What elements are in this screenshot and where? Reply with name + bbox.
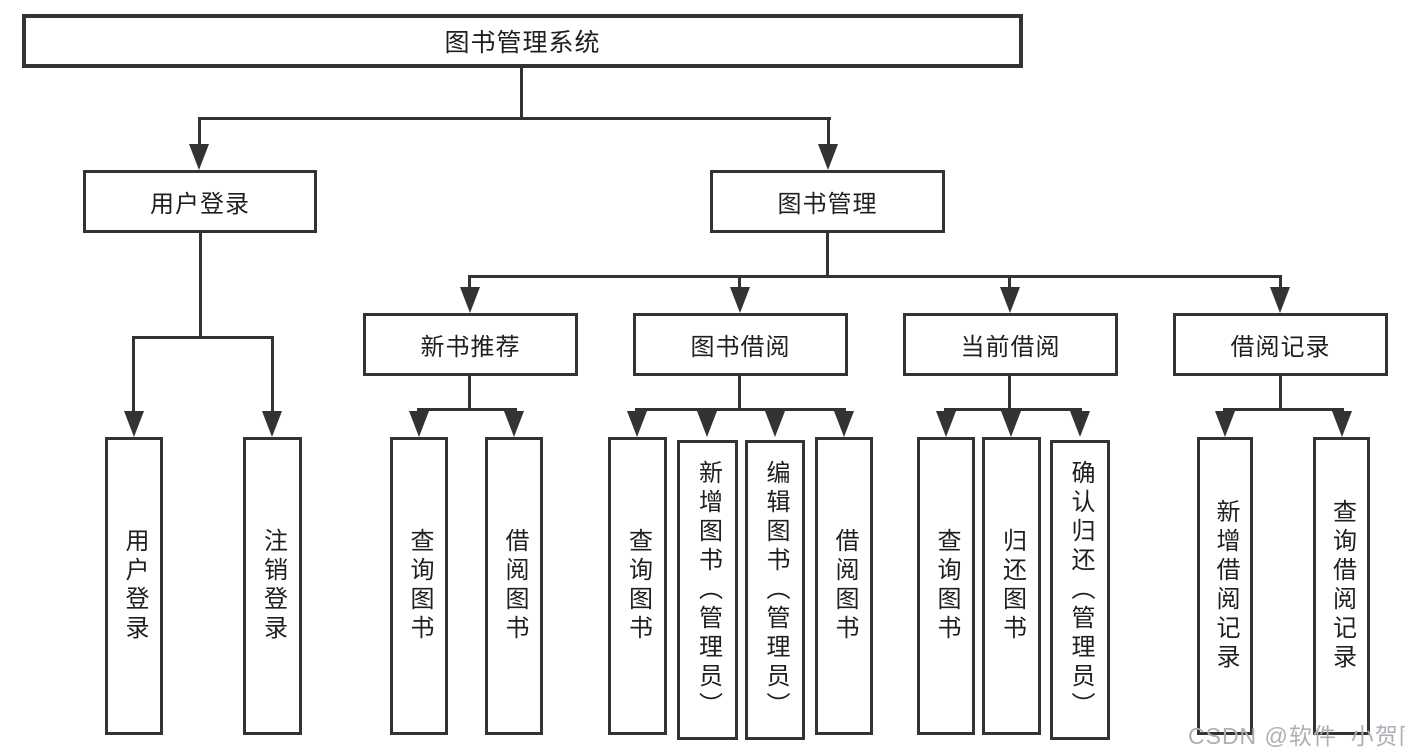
connector-line <box>417 408 517 411</box>
leaf-add-book-admin-label: 新增图书（管理员） <box>694 459 722 721</box>
connector-line <box>1008 275 1011 291</box>
node-user-login-label: 用户登录 <box>150 191 250 218</box>
leaf-borrow-query-books: 查询图书 <box>608 437 667 735</box>
arrow-down-icon <box>262 411 282 437</box>
node-current-borrow: 当前借阅 <box>903 313 1118 376</box>
arrow-down-icon <box>1270 287 1290 313</box>
arrow-down-icon <box>1070 411 1090 437</box>
connector-line <box>520 68 523 117</box>
leaf-user-login-label: 用户登录 <box>121 528 148 644</box>
arrow-down-icon <box>627 411 647 437</box>
leaf-newbook-borrow-books-label: 借阅图书 <box>501 528 528 644</box>
connector-line <box>944 408 1082 411</box>
node-borrow-record-label: 借阅记录 <box>1230 334 1331 361</box>
leaf-borrow-query-books-label: 查询图书 <box>624 528 652 644</box>
leaf-return-books-label: 归还图书 <box>998 528 1026 644</box>
connector-line <box>635 408 846 411</box>
leaf-add-book-admin: 新增图书（管理员） <box>677 440 738 740</box>
node-borrow-record: 借阅记录 <box>1173 313 1388 376</box>
arrow-down-icon <box>834 411 854 437</box>
connector-line <box>738 275 741 291</box>
leaf-user-login: 用户登录 <box>105 437 163 735</box>
arrow-down-icon <box>765 411 785 437</box>
leaf-return-books: 归还图书 <box>982 437 1041 735</box>
leaf-logout: 注销登录 <box>243 437 302 735</box>
leaf-borrow-borrow-books: 借阅图书 <box>815 437 873 735</box>
leaf-borrow-borrow-books-label: 借阅图书 <box>831 528 858 644</box>
connector-line <box>738 376 741 408</box>
arrow-down-icon <box>409 411 429 437</box>
connector-line <box>198 117 831 120</box>
node-book-management-label: 图书管理 <box>777 191 878 218</box>
node-root: 图书管理系统 <box>22 14 1023 68</box>
connector-line <box>827 117 830 150</box>
connector-line <box>199 233 202 336</box>
node-book-management: 图书管理 <box>710 170 945 233</box>
arrow-down-icon <box>1332 411 1352 437</box>
leaf-logout-label: 注销登录 <box>259 528 287 644</box>
connector-line <box>1279 376 1282 408</box>
node-book-borrow-label: 图书借阅 <box>690 334 791 361</box>
leaf-add-borrow-record: 新增借阅记录 <box>1197 437 1253 735</box>
arrow-down-icon <box>818 144 838 170</box>
connector-line <box>132 336 135 414</box>
connector-line <box>271 336 274 414</box>
node-new-book-recommend-label: 新书推荐 <box>420 334 521 361</box>
node-book-borrow: 图书借阅 <box>633 313 848 376</box>
arrow-down-icon <box>504 411 524 437</box>
leaf-confirm-return-admin-label: 确认归还（管理员） <box>1067 459 1094 721</box>
arrow-down-icon <box>1215 411 1235 437</box>
connector-line <box>1223 408 1343 411</box>
leaf-query-borrow-record-label: 查询借阅记录 <box>1328 499 1356 673</box>
leaf-newbook-borrow-books: 借阅图书 <box>485 437 543 735</box>
leaf-confirm-return-admin: 确认归还（管理员） <box>1050 440 1110 740</box>
connector-line <box>826 233 829 275</box>
node-root-label: 图书管理系统 <box>444 29 601 57</box>
leaf-current-query-books: 查询图书 <box>917 437 975 735</box>
leaf-current-query-books-label: 查询图书 <box>933 528 960 644</box>
leaf-add-borrow-record-label: 新增借阅记录 <box>1212 499 1239 673</box>
node-user-login: 用户登录 <box>83 170 317 233</box>
arrow-down-icon <box>124 411 144 437</box>
connector-line <box>198 117 201 150</box>
node-current-borrow-label: 当前借阅 <box>960 334 1061 361</box>
leaf-query-borrow-record: 查询借阅记录 <box>1313 437 1370 735</box>
arrow-down-icon <box>1001 411 1021 437</box>
arrow-down-icon <box>697 411 717 437</box>
arrow-down-icon <box>936 411 956 437</box>
connector-line <box>468 275 471 291</box>
arrow-down-icon <box>189 144 209 170</box>
leaf-edit-book-admin-label: 编辑图书（管理员） <box>762 459 789 721</box>
node-new-book-recommend: 新书推荐 <box>363 313 578 376</box>
leaf-edit-book-admin: 编辑图书（管理员） <box>745 440 805 740</box>
connector-line <box>1008 376 1011 408</box>
leaf-newbook-query-books-label: 查询图书 <box>406 528 433 644</box>
connector-line <box>468 376 471 408</box>
arrow-down-icon <box>460 287 480 313</box>
connector-line <box>1279 275 1282 291</box>
arrow-down-icon <box>1000 287 1020 313</box>
leaf-newbook-query-books: 查询图书 <box>390 437 448 735</box>
csdn-watermark: CSDN @软件_小贺同学 <box>1188 723 1405 747</box>
arrow-down-icon <box>730 287 750 313</box>
connector-line <box>132 336 274 339</box>
connector-line <box>468 275 1282 278</box>
